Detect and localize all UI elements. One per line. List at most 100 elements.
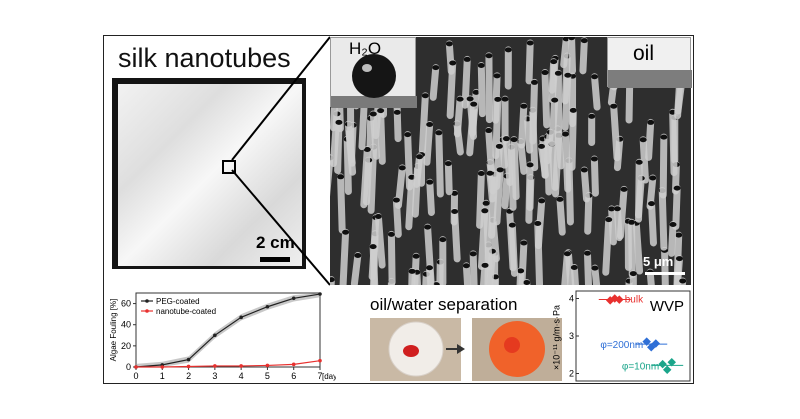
nanotube	[523, 115, 534, 154]
nanotube-opening	[425, 265, 433, 271]
nanotube	[405, 173, 416, 231]
nanotube	[486, 169, 496, 203]
nanotube-opening	[432, 282, 440, 285]
nanotube-opening	[588, 113, 596, 119]
sem-scale-label: 5 μm	[643, 254, 674, 269]
nanotube-opening	[456, 96, 464, 102]
nanotube	[466, 100, 478, 157]
nanotube	[393, 108, 402, 143]
nanotube-opening	[501, 96, 509, 102]
nanotube-opening	[426, 179, 434, 185]
water-label: H₂O	[349, 39, 382, 58]
nanotube-opening	[451, 190, 459, 196]
nanotube-opening	[504, 47, 512, 53]
nanotube	[608, 205, 617, 246]
water-droplet-image	[331, 54, 417, 108]
nanotube-opening	[550, 59, 558, 65]
nanotube	[510, 136, 520, 201]
nanotube-opening	[369, 111, 377, 117]
oil-film-image	[608, 70, 692, 88]
nanotube-opening	[613, 206, 621, 212]
nanotube	[591, 264, 601, 285]
nanotube	[568, 37, 577, 75]
nanotube-opening	[435, 130, 443, 136]
nanotube	[579, 37, 588, 75]
nanotube-opening	[466, 96, 474, 102]
nanotube-opening	[470, 101, 478, 107]
y-tick-label: 40	[121, 320, 131, 330]
nanotube-opening	[486, 170, 494, 176]
nanotube	[635, 158, 643, 223]
nanotube	[613, 205, 623, 242]
nanotube-opening	[363, 146, 371, 152]
nanotube-opening	[508, 222, 516, 228]
nanotube-coated-point	[186, 364, 191, 369]
sem-scale-bar	[645, 272, 685, 275]
nanotube	[425, 264, 435, 285]
y-tick-label: 20	[121, 341, 131, 351]
nanotube-opening	[639, 137, 647, 143]
nanotube-opening	[445, 41, 453, 47]
peg-coated-point	[318, 292, 322, 296]
nanotube-opening	[648, 201, 656, 207]
nanotube-opening	[556, 196, 564, 202]
nanotube	[518, 102, 528, 149]
nanotube	[561, 250, 571, 285]
nanotube	[339, 228, 350, 285]
peg-coated-legend-marker	[145, 299, 149, 303]
nanotube	[628, 218, 636, 279]
nanotube	[561, 71, 572, 131]
photo-scale-label: 2 cm	[256, 233, 295, 252]
nanotube-opening	[439, 237, 447, 243]
nanotube	[568, 106, 577, 171]
nanotube	[508, 221, 518, 277]
peg-coated-line	[135, 293, 321, 368]
nanotube-opening	[563, 251, 571, 257]
nanotube-opening	[496, 167, 504, 173]
x-axis-label: [days]	[322, 372, 336, 381]
zoom-region-marker	[222, 160, 236, 174]
nanotube-opening	[647, 119, 655, 125]
nanotube	[602, 216, 613, 276]
nanotube	[525, 39, 534, 85]
photo-scale-bar	[260, 257, 290, 262]
sem-nanotube-texture	[330, 37, 689, 285]
nanotube-opening	[477, 170, 485, 176]
nanotube-opening	[463, 56, 471, 62]
nanotube-opening	[377, 108, 385, 114]
nanotube	[426, 178, 435, 216]
nanotube-opening	[432, 65, 440, 71]
nanotube	[525, 161, 534, 224]
nanotube	[499, 136, 509, 169]
nanotube	[648, 200, 657, 247]
peg-coated-point	[265, 304, 270, 309]
x-tick-label: 4	[239, 371, 244, 381]
nanotube	[570, 263, 579, 285]
nanotube-opening	[416, 154, 424, 160]
nanotube-coated-line	[136, 360, 321, 368]
nanotube-opening	[610, 103, 618, 109]
nanotube	[387, 230, 396, 285]
x-tick-label: 5	[265, 371, 270, 381]
nanotube	[461, 55, 471, 109]
nanotube	[413, 268, 421, 285]
nanotube-opening	[481, 262, 489, 268]
nanotube-coated-legend-label: nanotube-coated	[156, 307, 216, 316]
nanotube-opening	[570, 264, 578, 270]
nanotube-opening	[408, 174, 416, 180]
nanotube	[360, 145, 371, 209]
nanotube-coated-point	[213, 364, 217, 368]
nanotube-opening	[485, 53, 493, 59]
nanotube-opening	[426, 121, 434, 127]
nanotube	[369, 243, 379, 285]
nanotube-opening	[493, 73, 501, 79]
nanotube	[537, 142, 549, 179]
wvp-y-tick-label: 3	[569, 331, 574, 341]
nanotube	[418, 92, 429, 154]
nanotube-opening	[628, 219, 636, 225]
nanotube-opening	[580, 167, 588, 173]
wvp-y-tick-label: 4	[569, 294, 574, 304]
peg-coated-legend-label: PEG-coated	[156, 297, 200, 306]
